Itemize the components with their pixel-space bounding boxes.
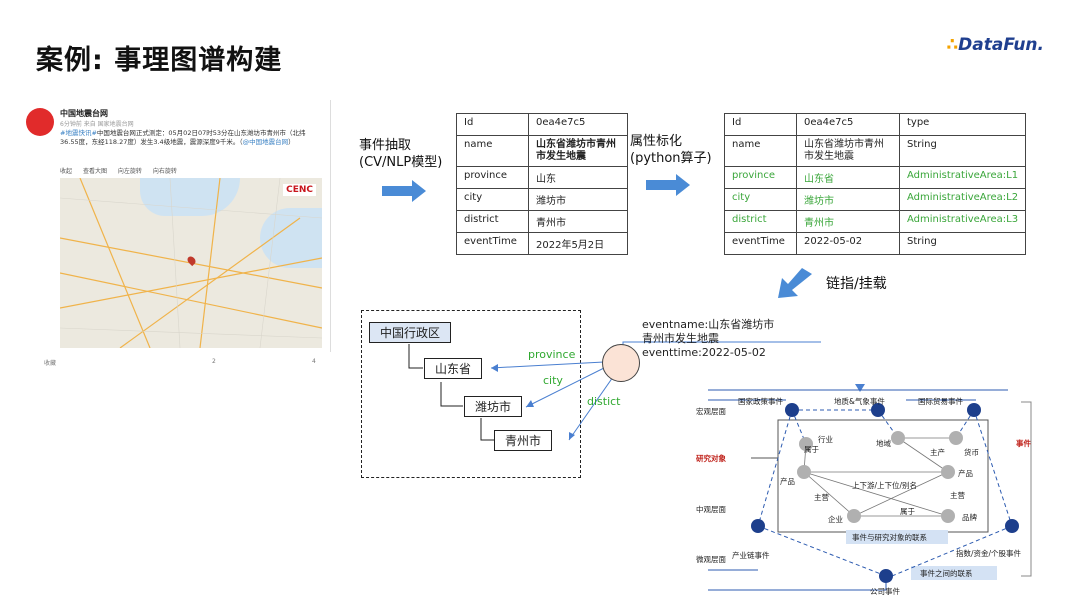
label-research-object: 研究对象 [696,454,726,463]
arrow-head-icon [855,384,865,392]
post-footer: 收藏 2 4 [44,358,334,367]
label-industry: 行业 [818,435,833,444]
node-china-admin: 中国行政区 [369,322,452,343]
label-link-research: 事件与研究对象的联系 [852,533,927,542]
node-weifang: 潍坊市 [464,396,523,417]
label-main-1: 主营 [814,493,829,502]
earthquake-map: CENC [60,178,322,348]
favorite-button[interactable]: 收藏 [44,360,57,367]
post-mention[interactable]: @中国地震台网 [242,138,289,146]
arrow-icon [382,180,426,202]
label-index-event: 指数/资金/个股事件 [956,549,1022,558]
label-macro: 宏观层面 [696,407,726,416]
view-large-button[interactable]: 查看大图 [82,168,107,175]
label-company: 企业 [828,515,843,524]
hierarchy-edges [408,341,821,441]
image-toolbar: 收起 查看大图 向左旋转 向右旋转 [60,166,186,175]
arrow-down-left-icon [778,268,812,298]
event-graph-figure: 宏观层面 研究对象 中观层面 微观层面 事件 国家政策事件 地质&气象事件 国际… [686,380,1038,602]
avatar [26,108,54,136]
node-shandong: 山东省 [424,358,483,379]
cenc-badge: CENC [283,184,316,196]
label-link-events: 事件之间的联系 [920,569,973,578]
label-event: 事件 [1016,439,1031,448]
label-currency: 货币 [964,448,979,457]
label-belong-1: 属于 [804,445,819,454]
edge-city: city [543,374,563,387]
like-count[interactable]: 4 [312,358,316,365]
edge-district: distict [587,395,621,408]
post-hashtag[interactable]: #地震快讯# [60,129,97,137]
post-text: #地震快讯#中国地震台网正式测定：05月02日07时53分在山东潍坊市青州市（北… [60,129,306,146]
label-geo: 地质&气象事件 [834,397,885,406]
step-link-label: 链指/挂载 [826,276,887,292]
label-trade: 国际贸易事件 [918,397,963,406]
label-product-2: 产品 [958,469,973,478]
edge-province: province [528,348,576,361]
step-extraction-label: 事件抽取(CV/NLP模型) [359,138,443,170]
comment-count[interactable]: 2 [212,358,216,365]
arrow-icon [646,174,690,196]
post-author: 中国地震台网 [60,109,108,118]
post-meta: 6分钟前 来自 国家地震台网 [60,121,134,128]
label-main-2: 主营 [950,491,965,500]
event-node [602,344,640,382]
label-chain-event: 产业链事件 [732,551,770,560]
label-region: 地域 [876,439,891,448]
admin-hierarchy-box [361,310,581,478]
step-normalize-label: 属性标化(python算子) [630,134,712,166]
label-brand: 品牌 [962,513,977,522]
weibo-post: 中国地震台网 6分钟前 来自 国家地震台网 #地震快讯#中国地震台网正式测定：0… [18,100,331,367]
page-title: 案例: 事理图谱构建 [36,45,283,76]
label-produce: 主产 [930,448,945,457]
label-policy: 国家政策事件 [738,397,783,406]
datafun-logo: ∴DataFun. [946,35,1044,55]
label-corp-event: 公司事件 [870,587,900,596]
node-qingzhou: 青州市 [494,430,553,451]
collapse-button[interactable]: 收起 [60,168,73,175]
label-product: 产品 [780,477,795,486]
label-belong-2: 属于 [900,507,915,516]
label-micro: 微观层面 [696,555,726,564]
label-meso: 中观层面 [696,505,726,514]
rotate-right-button[interactable]: 向右旋转 [152,168,177,175]
label-updown: 上下游/上下位/别名 [852,481,918,490]
rotate-left-button[interactable]: 向左旋转 [117,168,142,175]
